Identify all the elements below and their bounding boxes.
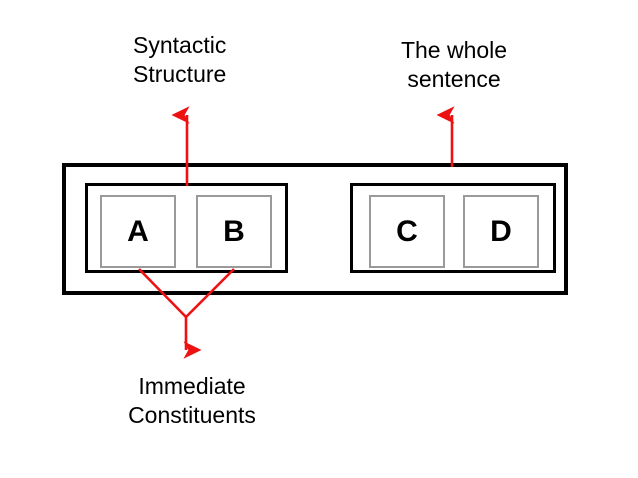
word-label-b: B [223,214,245,248]
word-box-b: B [196,195,272,268]
label-whole-sentence: The whole sentence [400,37,508,92]
word-box-a: A [100,195,176,268]
label-syntactic-structure: Syntactic Structure [133,32,227,87]
word-label-c: C [396,214,418,248]
whole-sentence-box [62,163,568,295]
word-label-a: A [127,214,149,248]
right-constituent-box [350,183,556,273]
label-immediate-constituents: Immediate Constituents [128,373,256,428]
word-label-d: D [490,214,512,248]
word-box-c: C [369,195,445,268]
word-box-d: D [463,195,539,268]
